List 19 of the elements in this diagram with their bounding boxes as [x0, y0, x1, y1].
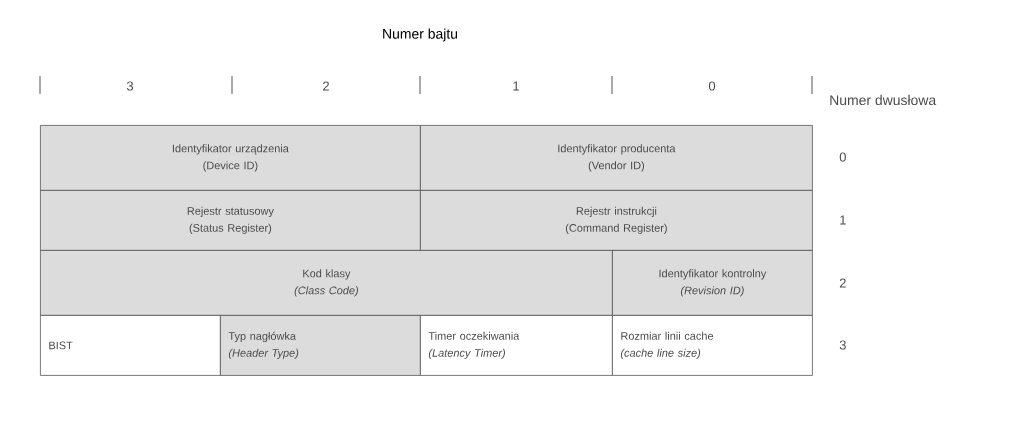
axis-title: Numer bajtu	[383, 28, 458, 42]
axis-title: Numer dwusłowa	[830, 94, 937, 106]
byte-number: 3	[126, 81, 134, 91]
register-cell: Rozmiar linii cache (cache line size)	[612, 315, 813, 376]
register-cell: BIST	[40, 315, 221, 376]
dword-number: 2	[839, 278, 846, 288]
dword-number: 1	[840, 215, 846, 225]
register-cell: Rejestr statusowy (Status Register)	[40, 190, 421, 251]
register-cell: Identyfikator kontrolny (Revision ID)	[612, 250, 813, 316]
register-cell: Identyfikator urządzenia (Device ID)	[40, 125, 421, 191]
dword-number: 3	[839, 340, 846, 350]
byte-number: 2	[323, 81, 329, 91]
register-cell: Identyfikator producenta (Vendor ID)	[420, 125, 813, 191]
register-cell: Typ nagłówka (Header Type)	[220, 315, 421, 376]
byte-number: 0	[708, 81, 716, 91]
dword-number: 0	[839, 152, 846, 162]
register-cell: Timer oczekiwania (Latency Timer)	[420, 315, 613, 376]
register-cell: Rejestr instrukcji (Command Register)	[420, 190, 813, 251]
byte-number: 1	[513, 81, 519, 91]
